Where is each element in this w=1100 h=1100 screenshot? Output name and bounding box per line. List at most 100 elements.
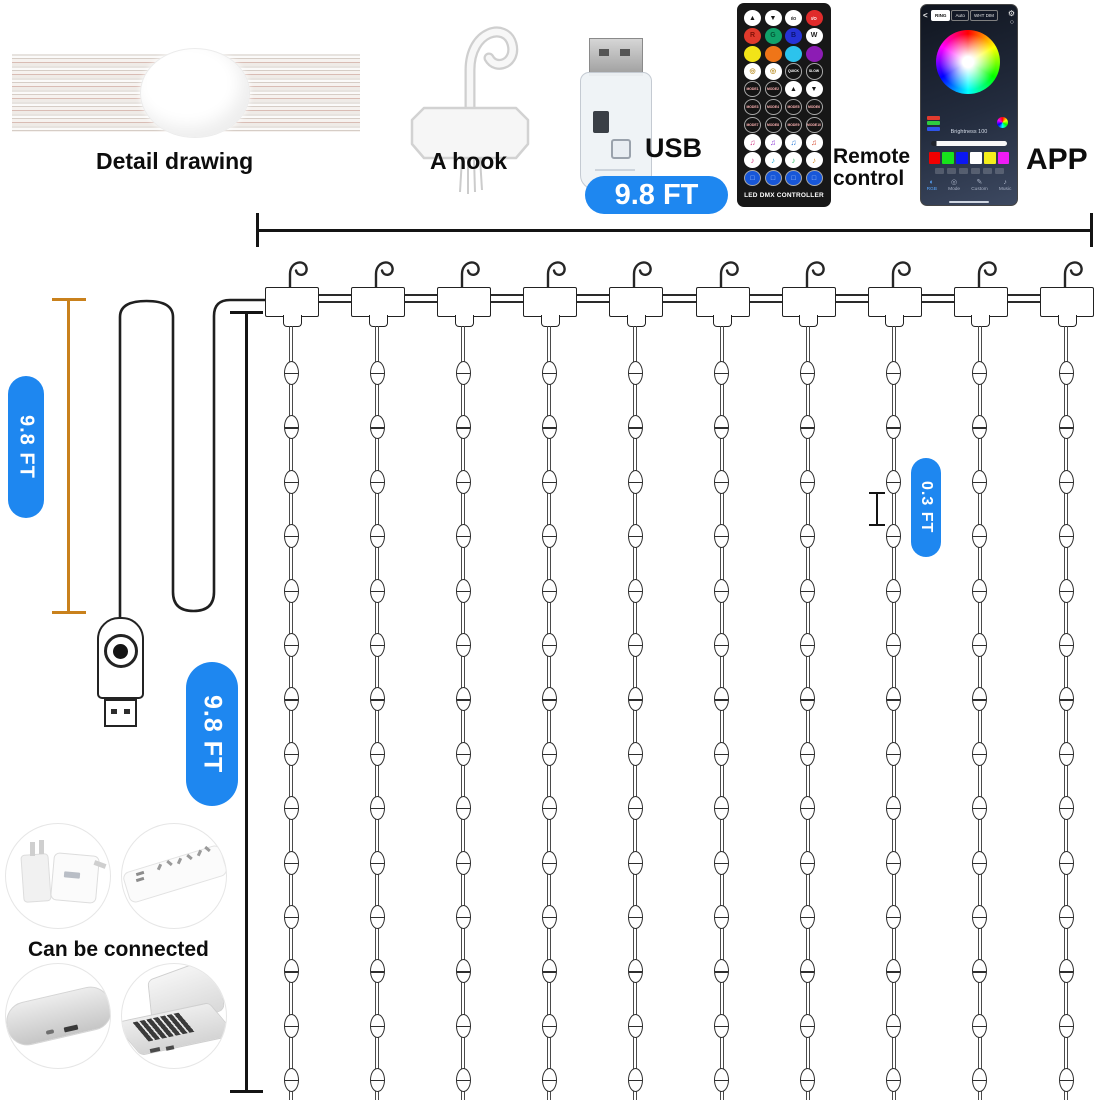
led-bead-detail [140,48,250,138]
usb-label: USB [645,133,703,163]
remote-button-r2c2: G [764,27,782,44]
light-strand [805,326,810,1100]
phone-back-icon: < [923,11,928,20]
phone-nav-rgb: ◐RGB [927,179,937,192]
light-strand [1064,326,1068,1100]
led-bulb [369,1068,385,1093]
led-bulb [283,1013,299,1038]
connected-powerbank-photo [6,964,110,1068]
led-bulb [886,796,902,821]
phone-nav-label: Mode [948,187,961,192]
led-bulb [886,633,902,657]
usb-plug-metal [104,699,137,727]
remote-label-line1: Remote [833,145,911,168]
led-bulb [283,905,299,929]
led-bulb [1058,633,1074,657]
led-bulb [541,578,557,603]
led-bulb [1058,578,1074,603]
color-swatch [942,152,954,164]
usb-length-text: 9.8 FT [614,178,699,211]
led-bulb [800,1013,816,1038]
custom-icon: ✎ [976,179,983,186]
led-bulb [1058,687,1074,712]
led-bulb [886,1013,902,1038]
led-bulb [627,578,643,603]
brightness-slider [931,141,1007,146]
hanging-hook-icon [891,261,911,289]
led-bulb [972,1013,988,1038]
led-bulb [455,469,471,494]
led-bulb [627,741,643,766]
led-bulb [369,361,385,385]
hanging-hook-icon [805,261,825,289]
phone-gear-icon: ⚙ [1007,9,1015,18]
cable-ruler-bottom-tick [52,611,86,614]
remote-button-r1c2: ▼ [764,10,782,27]
led-bulb [627,796,643,821]
remote-button-r9c2: ♪ [764,152,782,169]
led-bulb [886,959,902,984]
led-bulb [886,850,902,875]
bulb-gap-badge: 0.3 FT [911,458,941,557]
hook-photo [410,26,530,194]
remote-button-r6c1: MODE3 [744,98,761,116]
led-bulb [800,959,816,984]
led-bulb [800,741,816,766]
led-bulb [283,959,299,984]
remote-button-r7c3: MODE9 [785,116,802,133]
led-bulb [283,361,299,385]
remote-button-r4c1: ◎ [744,63,761,80]
led-bulb [886,524,902,549]
hanging-hook-icon [288,261,308,289]
led-bulb [972,687,988,712]
width-bracket-right-tick [1090,213,1093,247]
led-bulb [972,741,988,766]
remote-button-r7c1: MODE7 [744,116,761,133]
led-bulb [455,415,471,440]
led-bulb [1058,469,1074,494]
phone-tab-ring: RING [931,10,951,21]
curtain-rail [291,294,1066,303]
phone-nav-bar: ◐RGB◎Mode✎Custom♪Music [921,179,1017,192]
remote-button-r5c3: ▲ [785,81,802,98]
led-bulb [455,796,471,821]
led-bulb [972,524,988,549]
led-bulb [800,361,816,385]
bulb-gap-top-tick [869,492,885,494]
led-bulb [369,796,385,821]
led-bulb [886,741,902,766]
rgb-readout [927,116,940,132]
hanging-hook-icon [461,261,480,289]
hanging-hook-icon [633,261,653,289]
led-bulb [1058,415,1074,440]
led-bulb [714,633,730,657]
light-strand [633,326,638,1100]
remote-brand: LED DMX CONTROLLER [744,192,824,199]
led-bulb [283,524,299,549]
color-wheel [936,30,1000,94]
detail-drawing-label: Detail drawing [96,148,254,174]
led-bulb [1058,524,1074,549]
drop-length-text: 9.8 FT [198,694,227,774]
led-bulb [886,361,902,385]
led-bulb [283,469,299,494]
led-bulb [627,959,643,984]
rgb-icon: ◐ [929,179,934,186]
led-bulb [972,469,988,494]
bulb-gap-bottom-tick [869,524,885,526]
remote-button-r3c4 [805,45,823,62]
led-bulb [800,469,816,494]
usb-controller-photo [580,72,652,190]
remote-button-r1c3: I/O [785,10,802,27]
led-bulb [369,687,385,712]
connector-box [953,287,1008,317]
remote-button-r5c1: MODE1 [744,81,761,98]
remote-button-r6c3: MODE5 [785,98,802,116]
led-bulb [627,361,643,385]
phone-nav-mode: ◎Mode [948,179,960,192]
led-bulb [886,415,902,440]
app-label: APP [1026,143,1088,176]
led-bulb [972,415,988,440]
light-strand [719,326,724,1100]
